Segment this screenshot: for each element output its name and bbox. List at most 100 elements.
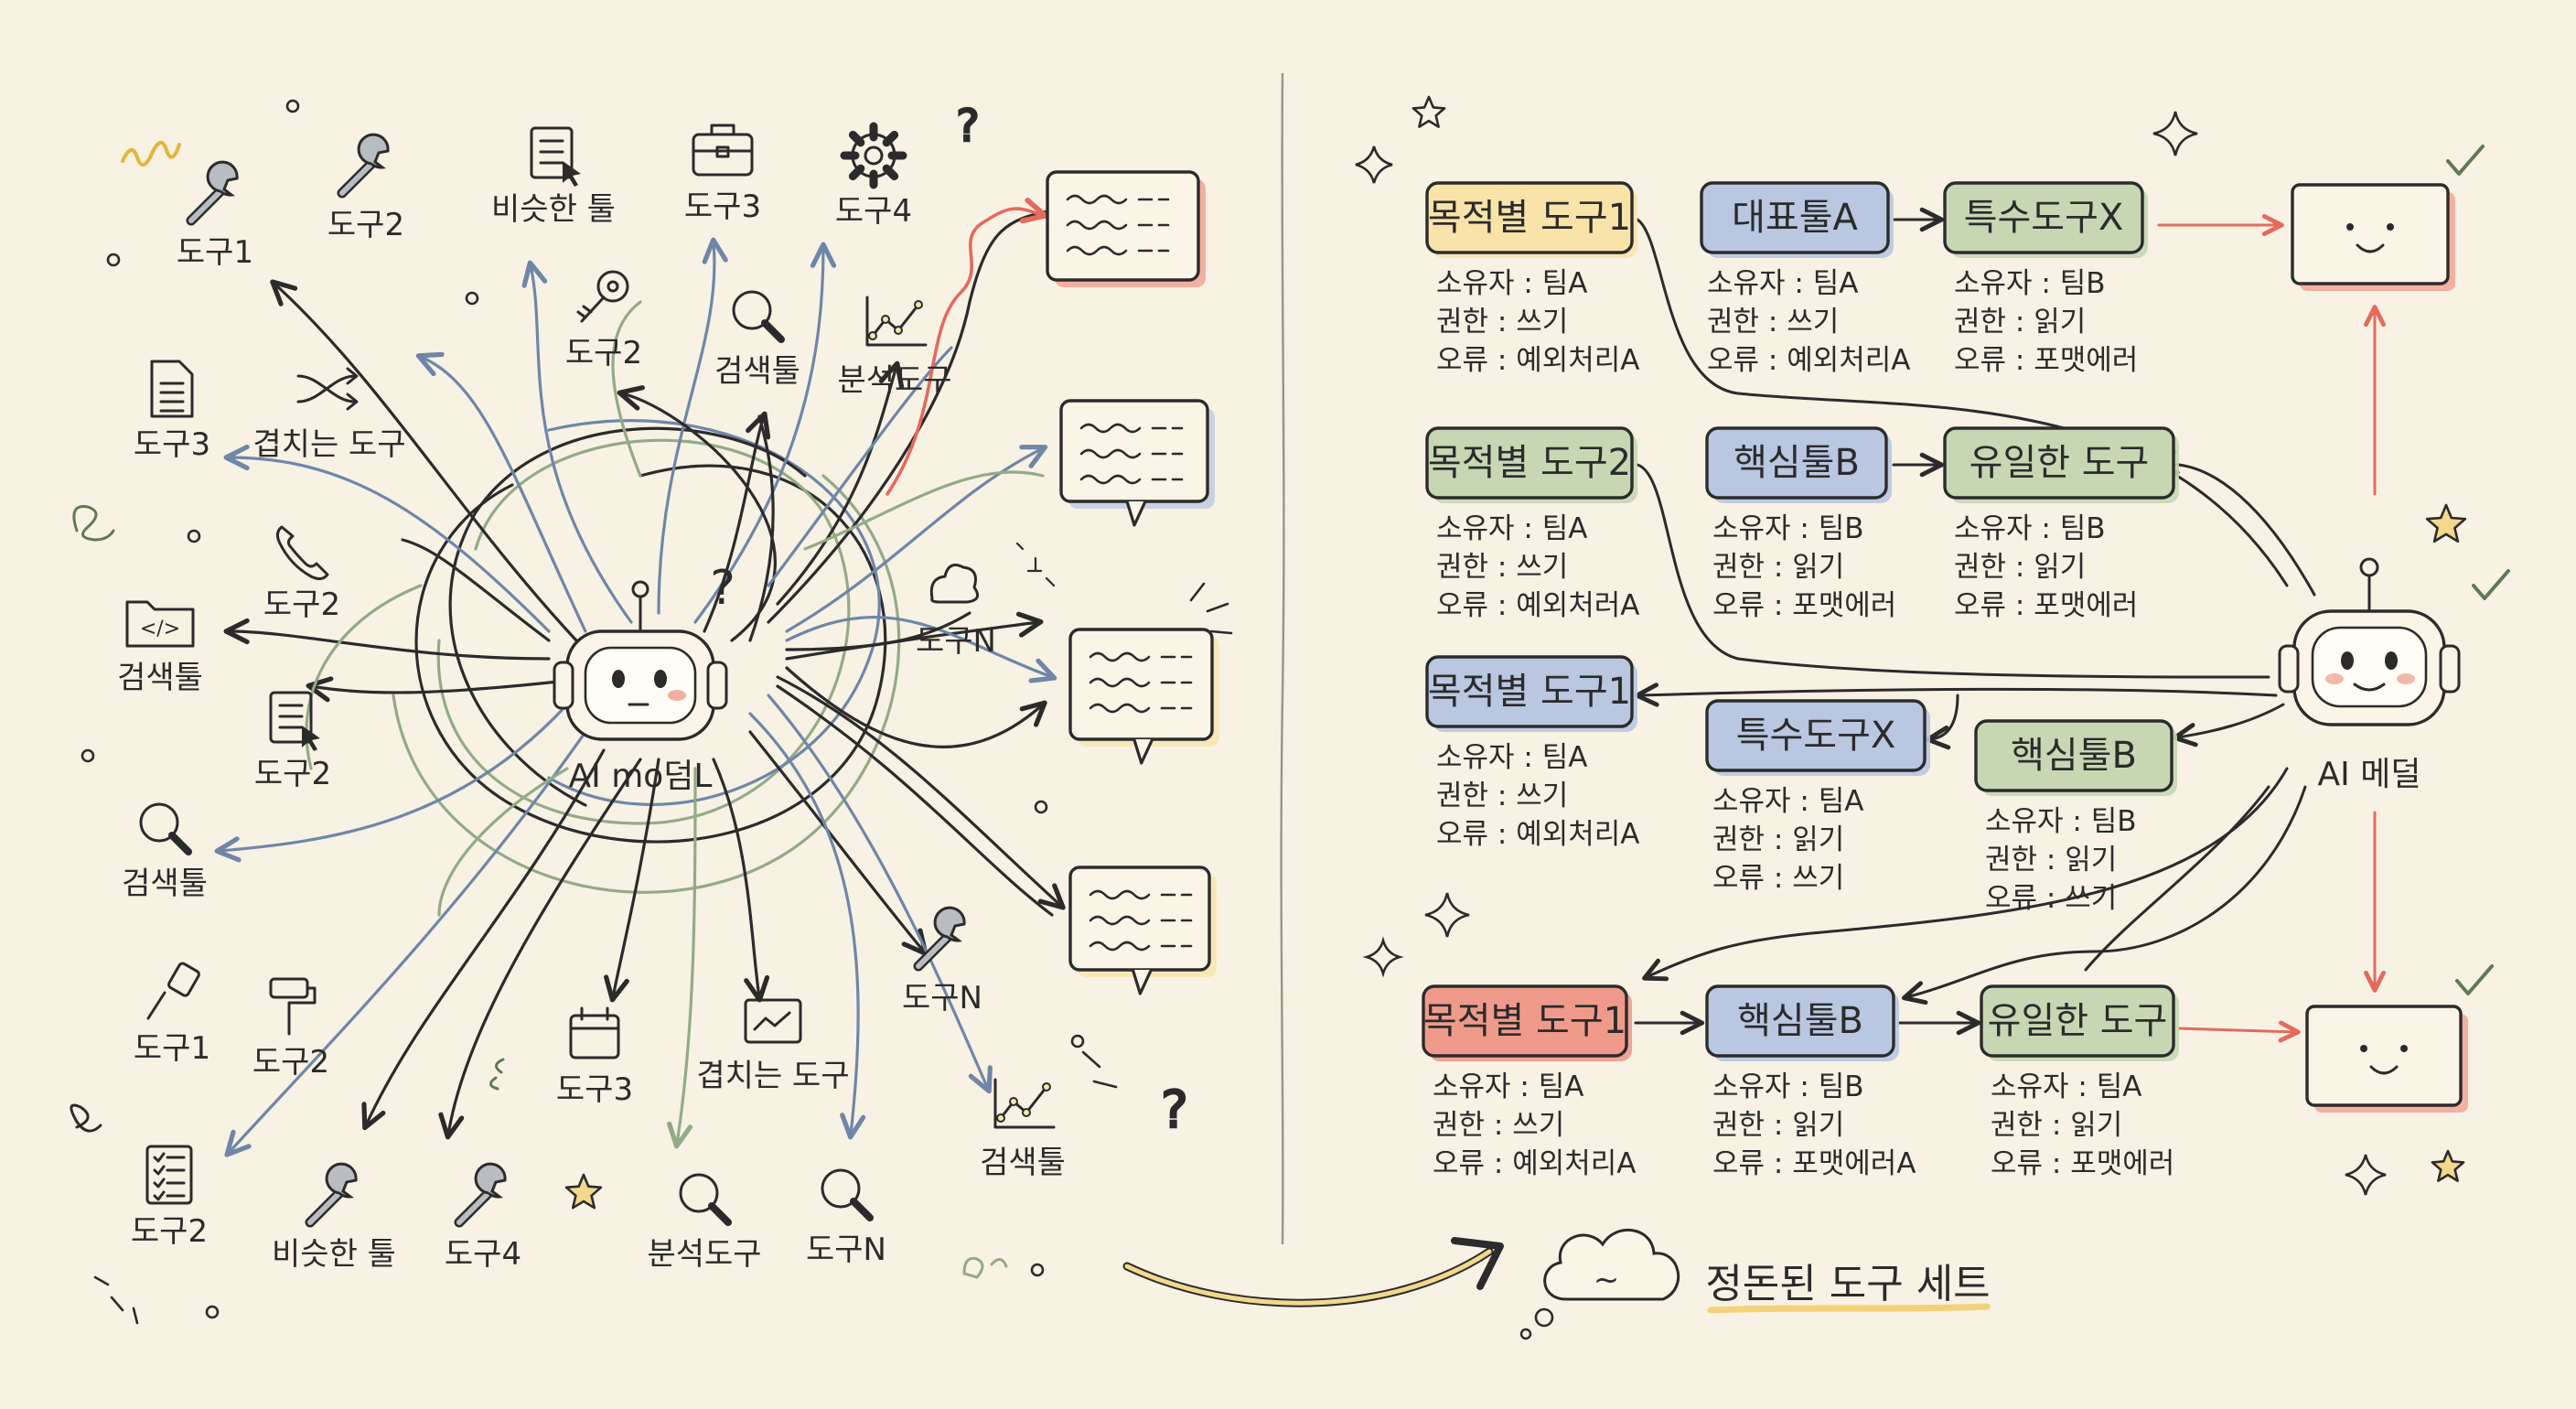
note-card-icon — [1059, 399, 1215, 527]
sparkle-icon — [1424, 892, 1470, 938]
dot-icon — [187, 529, 201, 543]
emphasis-lines — [93, 1275, 139, 1325]
shuffle-icon — [296, 367, 359, 411]
squiggle-icon — [489, 1058, 505, 1091]
magnifier-icon — [821, 1168, 874, 1221]
tool-node-meta: 소유자 : 팀A — [1436, 512, 1587, 545]
tool-label: 겹치는 도구 — [696, 1058, 849, 1094]
robot-icon — [2278, 557, 2461, 726]
tool-label: 도구3 — [556, 1071, 633, 1108]
emphasis-lines — [1081, 1050, 1118, 1089]
line-chart-icon — [865, 296, 928, 347]
tool-label: 도구1 — [134, 1030, 210, 1067]
tool-label: 비슷한 툴 — [491, 191, 616, 228]
tool-node-meta: 오류 : 쓰기 — [1712, 862, 1844, 895]
connector-arrow — [2177, 1020, 2301, 1043]
emphasis-lines — [1189, 582, 1233, 635]
star-icon — [2431, 1149, 2465, 1182]
tool-node-meta: 소유자 : 팀A — [1991, 1070, 2141, 1103]
tool-node-meta: 소유자 : 팀A — [1707, 267, 1858, 300]
tool-node-meta: 권한 : 읽기 — [1712, 1109, 1844, 1142]
robot-icon — [553, 580, 728, 741]
left-model-label: AI mo덤L — [569, 758, 713, 795]
connector-arrow — [1901, 785, 2307, 1006]
tool-label: 도구N — [806, 1232, 886, 1268]
note-cards — [1046, 170, 1219, 995]
tool-label: 도구2 — [565, 335, 642, 371]
document-icon — [150, 360, 194, 418]
tool-node-name: 유일한 도구 — [1988, 1000, 2168, 1042]
question-mark: ? — [1161, 1081, 1188, 1140]
tool-node-meta: 소유자 : 팀A — [1436, 741, 1587, 774]
tool-node-meta: 오류 : 예외처리A — [1436, 344, 1639, 377]
cloud-mark: ~ — [1594, 1262, 1620, 1298]
tool-node-meta: 오류 : 포맷에러 — [1954, 589, 2138, 622]
tool-node-name: 핵심툴B — [1733, 442, 1860, 484]
squiggle-icon — [72, 505, 115, 542]
tool-node-meta: 오류 : 예외처리A — [1436, 818, 1639, 851]
tool-node-meta: 오류 : 예외처리A — [1707, 344, 1910, 377]
tool-node-meta: 오류 : 포맷에러 — [1954, 344, 2138, 377]
dot-icon — [205, 1305, 220, 1319]
wrench-icon — [186, 160, 239, 226]
star-icon — [2425, 503, 2467, 543]
decorations: ?? — [70, 95, 2510, 1325]
tool-node-meta: 오류 : 포맷에러 — [1991, 1147, 2174, 1180]
tool-node-meta: 소유자 : 팀A — [1712, 785, 1863, 818]
tool-label: 도구3 — [134, 426, 210, 463]
chart-board-icon — [744, 998, 802, 1044]
briefcase-icon — [692, 124, 754, 177]
right-model-label: AI 메덜 — [2318, 756, 2421, 793]
tool-label: 도구2 — [263, 586, 340, 623]
tool-node-name: 유일한 도구 — [1970, 442, 2150, 484]
magnifier-icon — [732, 290, 785, 343]
connector-arrow — [1634, 683, 2278, 707]
tool-node-name: 목적별 도구1 — [1423, 1000, 1626, 1042]
dot-icon — [465, 291, 479, 306]
tool-label: 도구2 — [131, 1213, 208, 1250]
dot-icon — [1030, 1263, 1045, 1277]
output-smiley-icon — [2291, 183, 2455, 291]
tool-label: 검색툴 — [122, 866, 208, 902]
tool-node-meta: 소유자 : 팀B — [1712, 1070, 1864, 1103]
wrench-icon — [454, 1162, 507, 1228]
tool-node-name: 핵심툴B — [1737, 1000, 1863, 1042]
svg-text:</>: </> — [140, 618, 180, 640]
connector-arrow — [1636, 463, 2270, 679]
tool-node-meta: 권한 : 쓰기 — [1436, 780, 1568, 812]
check-icon — [2472, 569, 2510, 600]
dot-icon — [106, 253, 121, 267]
sparkle-icon — [1015, 542, 1056, 587]
tool-node-name: 특수도구X — [1736, 715, 1896, 757]
tool-node-meta: 소유자 : 팀B — [1985, 805, 2137, 838]
key-icon — [576, 270, 629, 323]
tool-node-meta: 권한 : 읽기 — [1991, 1109, 2122, 1142]
tool-node-name: 목적별 도구1 — [1428, 197, 1631, 239]
magnifier-icon — [139, 802, 192, 855]
connector-arrow — [2084, 785, 2270, 972]
tool-node-meta: 권한 : 쓰기 — [1436, 551, 1568, 584]
squiggle-icon — [121, 141, 181, 167]
tool-node-meta: 오류 : 포맷에러A — [1712, 1147, 1916, 1180]
sparkle-icon — [1362, 936, 1404, 978]
wrench-icon — [337, 133, 390, 199]
tool-label: 도구2 — [252, 1044, 329, 1081]
tool-label: 분석도구 — [837, 362, 951, 399]
tool-label: 도구3 — [684, 188, 761, 225]
document-cursor-icon — [530, 126, 581, 187]
tool-label: 검색툴 — [117, 660, 203, 696]
phone-icon — [275, 525, 329, 581]
tool-node-meta: 권한 : 쓰기 — [1707, 306, 1839, 339]
tool-node-meta: 소유자 : 팀B — [1954, 267, 2106, 300]
